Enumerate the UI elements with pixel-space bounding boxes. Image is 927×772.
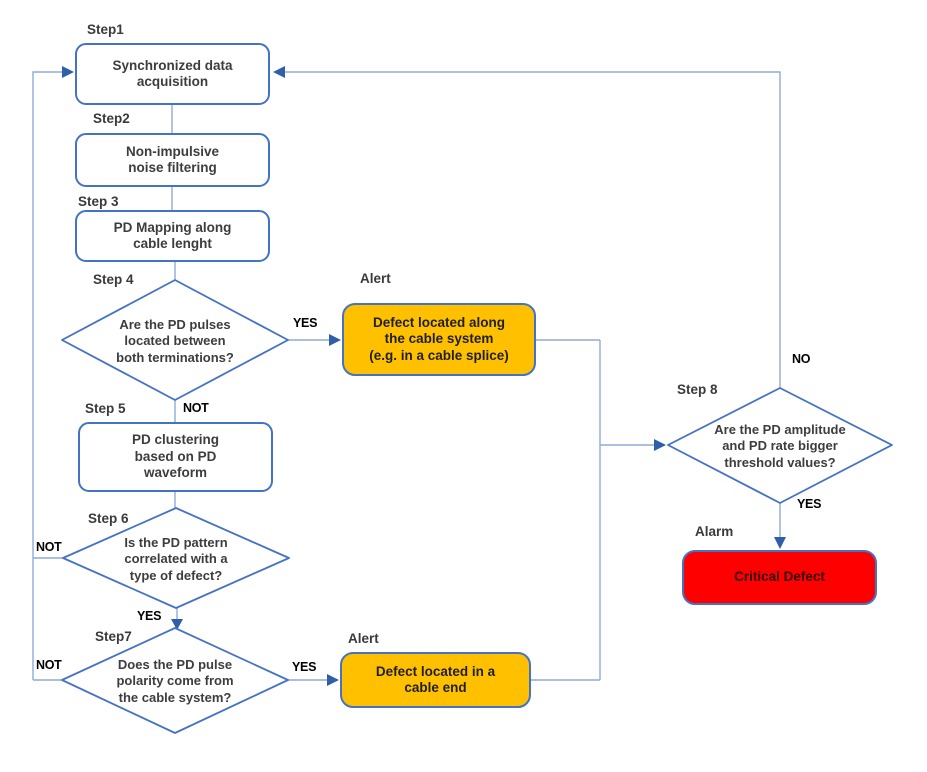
label-step8: Step 8 [677, 382, 718, 397]
label-step1: Step1 [87, 22, 124, 37]
label-step2: Step2 [93, 111, 130, 126]
connector-not-loop [32, 71, 62, 680]
connector-step8-no-loop [276, 71, 781, 388]
label-alarm: Alarm [695, 524, 734, 539]
node-step3-text: PD Mapping along cable lenght [113, 219, 232, 251]
node-step2: Non-impulsive noise filtering [75, 133, 270, 187]
node-step3: PD Mapping along cable lenght [75, 210, 270, 262]
diamond-step7 [61, 627, 289, 734]
node-step5: PD clustering based on PD waveform [78, 422, 273, 492]
arrowhead-into-step7 [171, 619, 183, 630]
node-step4-text: Are the PD pulses located between both t… [116, 317, 234, 365]
arrowhead-into-alert2 [327, 674, 339, 686]
edge-label-step7-not: NOT [36, 658, 62, 672]
node-step2-text: Non-impulsive noise filtering [125, 143, 219, 175]
node-alarm-critical-defect: Critical Defect [682, 550, 877, 605]
label-step7: Step7 [95, 629, 132, 644]
diamond-step6 [62, 507, 290, 609]
node-step6-text: Is the PD pattern correlated with a type… [124, 535, 228, 583]
arrowhead-into-step1-right [273, 66, 285, 78]
node-step7-text: Does the PD pulse polarity come from the… [116, 657, 234, 705]
label-step6: Step 6 [88, 511, 129, 526]
edge-label-step6-not: NOT [36, 540, 62, 554]
node-step1-text: Synchronized data acquisition [112, 57, 233, 89]
arrowhead-into-step1-left [62, 66, 74, 78]
arrowhead-into-step8 [654, 439, 666, 451]
node-alert-cable-system-text: Defect located along the cable system (e… [369, 314, 509, 363]
label-alert1: Alert [360, 271, 391, 286]
label-step5: Step 5 [85, 401, 126, 416]
node-step8-text: Are the PD amplitude and PD rate bigger … [714, 422, 846, 470]
edge-label-step4-not: NOT [183, 401, 209, 415]
label-step4: Step 4 [93, 272, 134, 287]
node-alert-cable-end: Defect located in a cable end [340, 652, 531, 708]
diamond-step8 [667, 387, 893, 504]
edge-label-step7-yes: YES [292, 660, 317, 674]
edge-label-step6-yes: YES [137, 609, 162, 623]
label-step3: Step 3 [78, 194, 119, 209]
edge-label-step8-yes: YES [797, 497, 822, 511]
label-alert2: Alert [348, 631, 379, 646]
arrowhead-into-alarm [774, 537, 786, 549]
edge-label-step4-yes: YES [293, 316, 318, 330]
node-alert-cable-system: Defect located along the cable system (e… [342, 303, 536, 376]
arrowhead-into-alert1 [329, 334, 341, 346]
edge-label-step8-no: NO [792, 352, 811, 366]
node-alarm-critical-defect-text: Critical Defect [734, 569, 825, 585]
node-step5-text: PD clustering based on PD waveform [131, 432, 220, 481]
node-alert-cable-end-text: Defect located in a cable end [375, 663, 496, 695]
diamond-step4 [61, 279, 289, 401]
node-step1: Synchronized data acquisition [75, 43, 270, 105]
